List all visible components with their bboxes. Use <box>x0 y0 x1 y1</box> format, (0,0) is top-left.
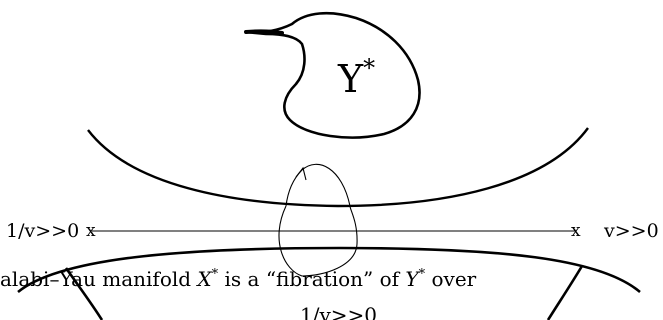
lower-sheet-right-edge <box>546 265 584 320</box>
cycle-arrow-head <box>295 166 307 181</box>
lower-sheet-left-edge <box>64 267 104 320</box>
caption: alabi–Yau manifold X* is a “fibration” o… <box>0 267 477 291</box>
bottom-partial-label: 1/v>>0 <box>300 303 377 320</box>
lower-sheet-curve <box>17 246 641 294</box>
cycle-loop-back <box>285 163 351 207</box>
y-star-outline <box>244 11 421 139</box>
cycle-loop-front <box>278 205 358 277</box>
caption-sup-2: * <box>419 267 426 282</box>
caption-suffix: over <box>425 267 477 291</box>
right-label: v>>0 <box>603 220 659 242</box>
upper-sheet-curve <box>87 127 589 208</box>
caption-var-x: X <box>195 267 212 291</box>
caption-var-y: Y <box>405 267 420 291</box>
caption-middle: is a “fibration” of <box>218 267 405 291</box>
left-marker: x <box>86 221 96 241</box>
caption-prefix: alabi–Yau manifold <box>0 267 197 291</box>
y-star-label-sup: * <box>363 54 375 82</box>
y-star-tail <box>244 29 284 35</box>
y-star-label-base: Y <box>337 57 364 101</box>
y-star-blob: Y* <box>244 11 421 139</box>
y-star-label: Y* <box>337 54 375 101</box>
left-label: 1/v>>0 <box>6 220 79 242</box>
caption-sup-1: * <box>212 267 219 282</box>
right-marker: x <box>571 221 581 241</box>
cycle-loop <box>278 163 358 277</box>
